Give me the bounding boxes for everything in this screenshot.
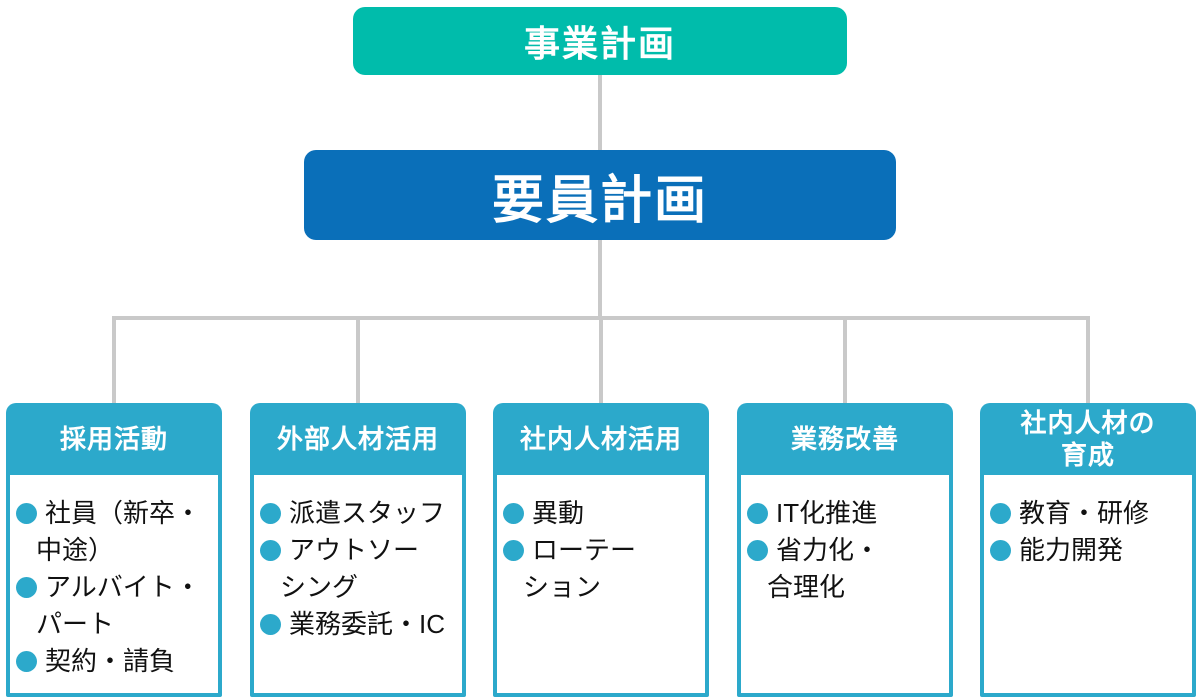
list-item: 業務委託・IC	[260, 606, 458, 643]
node-business-plan: 事業計画	[353, 7, 847, 75]
list-item-label: 異動	[532, 498, 585, 528]
bullet-icon	[260, 503, 281, 524]
bullet-icon	[260, 540, 281, 561]
bullet-icon	[990, 540, 1011, 561]
list-item-label: 省力化・ 合理化	[767, 535, 881, 602]
list-item-label: 契約・請負	[45, 646, 176, 676]
connector-line	[599, 316, 603, 403]
category-body: 教育・研修 能力開発	[984, 475, 1192, 693]
list-item: 教育・研修	[990, 495, 1188, 532]
bullet-icon	[990, 503, 1011, 524]
list-item: 異動	[503, 495, 701, 532]
bullet-icon	[16, 577, 37, 598]
connector-line	[843, 316, 847, 403]
bullet-icon	[260, 614, 281, 635]
connector-line	[598, 240, 602, 320]
category-header: 社内人材の 育成	[1020, 408, 1156, 470]
category-box-recruitment: 採用活動 社員（新卒・ 中途） アルバイト・ パート 契約・請負	[6, 403, 222, 697]
bullet-icon	[747, 503, 768, 524]
connector-line	[356, 316, 360, 403]
category-box-talent-development: 社内人材の 育成 教育・研修 能力開発	[980, 403, 1196, 697]
list-item: アルバイト・ パート	[16, 569, 214, 643]
list-item: 契約・請負	[16, 643, 214, 680]
category-box-external-talent: 外部人材活用 派遣スタッフ アウトソー シング 業務委託・IC	[250, 403, 466, 697]
list-item: 省力化・ 合理化	[747, 532, 945, 606]
list-item: 能力開発	[990, 532, 1188, 569]
node-personnel-plan: 要員計画	[304, 150, 896, 240]
bullet-icon	[16, 651, 37, 672]
list-item-label: 社員（新卒・ 中途）	[36, 498, 202, 565]
connector-line	[598, 75, 602, 150]
category-body: IT化推進 省力化・ 合理化	[741, 475, 949, 693]
category-box-internal-talent: 社内人材活用 異動 ローテー ション	[493, 403, 709, 697]
category-box-process-improvement: 業務改善 IT化推進 省力化・ 合理化	[737, 403, 953, 697]
node-personnel-plan-label: 要員計画	[491, 171, 708, 230]
category-body: 社員（新卒・ 中途） アルバイト・ パート 契約・請負	[10, 475, 218, 693]
category-header: 業務改善	[790, 424, 899, 454]
list-item-label: ローテー ション	[523, 535, 637, 602]
list-item-label: アウトソー シング	[280, 535, 420, 602]
list-item-label: 派遣スタッフ	[289, 498, 446, 528]
bullet-icon	[747, 540, 768, 561]
list-item-label: アルバイト・ パート	[36, 572, 201, 639]
node-business-plan-label: 事業計画	[523, 23, 676, 64]
category-header: 外部人材活用	[276, 424, 439, 454]
connector-line	[1086, 316, 1090, 403]
category-header: 採用活動	[59, 424, 168, 454]
list-item: IT化推進	[747, 495, 945, 532]
list-item: 派遣スタッフ	[260, 495, 458, 532]
list-item-label: 業務委託・IC	[289, 609, 446, 639]
connector-line	[112, 316, 116, 403]
bullet-icon	[503, 540, 524, 561]
bullet-icon	[16, 503, 37, 524]
list-item-label: IT化推進	[776, 498, 878, 528]
category-header: 社内人材活用	[519, 424, 682, 454]
list-item: ローテー ション	[503, 532, 701, 606]
category-body: 派遣スタッフ アウトソー シング 業務委託・IC	[254, 475, 462, 693]
list-item: アウトソー シング	[260, 532, 458, 606]
bullet-icon	[503, 503, 524, 524]
list-item: 社員（新卒・ 中途）	[16, 495, 214, 569]
list-item-label: 教育・研修	[1019, 498, 1150, 528]
category-body: 異動 ローテー ション	[497, 475, 705, 693]
list-item-label: 能力開発	[1019, 535, 1124, 565]
